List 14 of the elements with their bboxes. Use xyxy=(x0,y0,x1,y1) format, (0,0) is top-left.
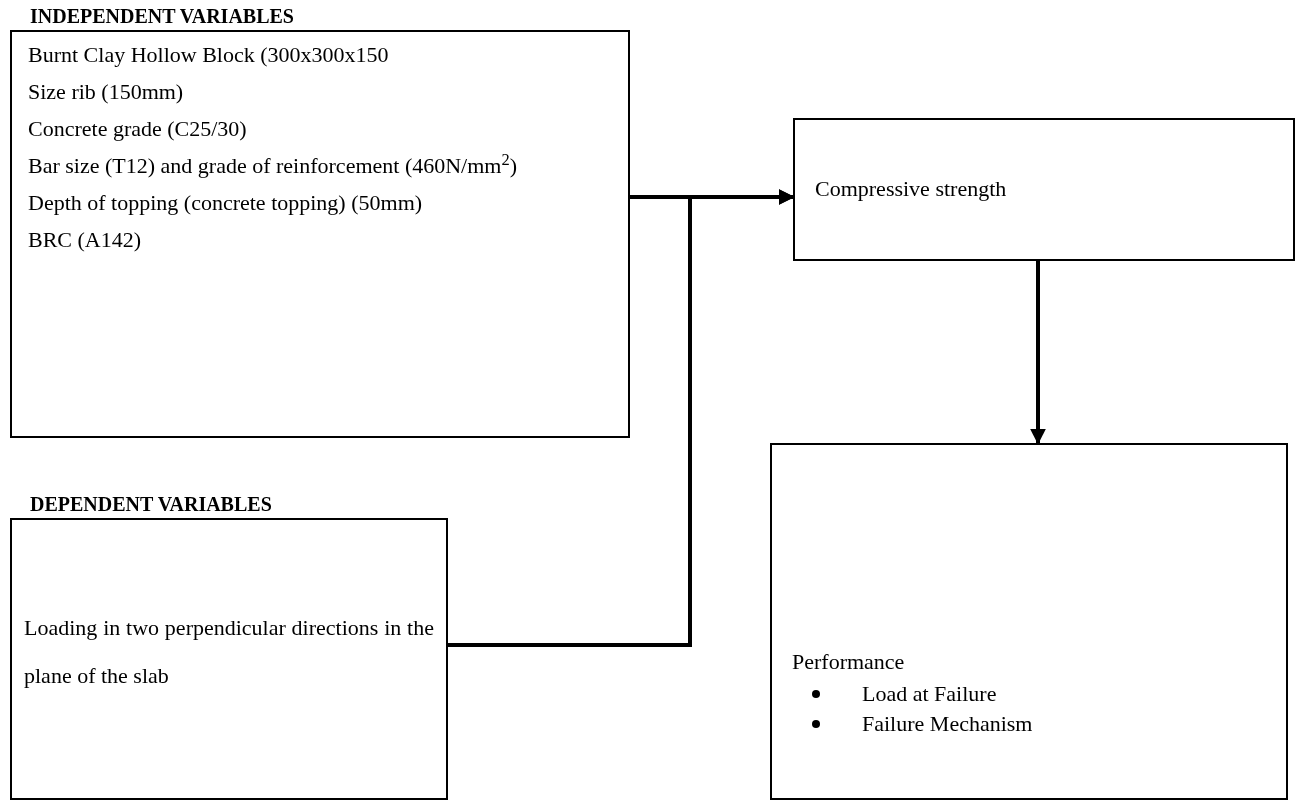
box-heading: Performance xyxy=(792,648,906,676)
variable-text: Depth of topping (concrete topping) (50mm) xyxy=(28,189,424,217)
arrow xyxy=(1030,261,1046,445)
box-text: Compressive strength xyxy=(815,176,1007,201)
variable-text: Loading in two perpendicular directions in the plane of the slab xyxy=(24,614,434,690)
bullet-text: Load at Failure xyxy=(862,680,997,708)
variable-text: Bar size (T12) and grade of reinforcement (460N/mm$^{2}$) xyxy=(28,148,518,180)
bullet-text: Failure Mechanism xyxy=(862,710,1033,738)
section-heading: DEPENDENT VARIABLES xyxy=(29,492,273,517)
variable-text: Size rib (150mm) xyxy=(28,78,185,106)
variable-text: Burnt Clay Hollow Block (300x300x150 xyxy=(28,41,390,69)
section-heading: INDEPENDENT VARIABLES xyxy=(29,4,295,29)
variable-text: Concrete grade (C25/30) xyxy=(28,115,248,143)
variable-text: BRC (A142) xyxy=(28,226,143,254)
